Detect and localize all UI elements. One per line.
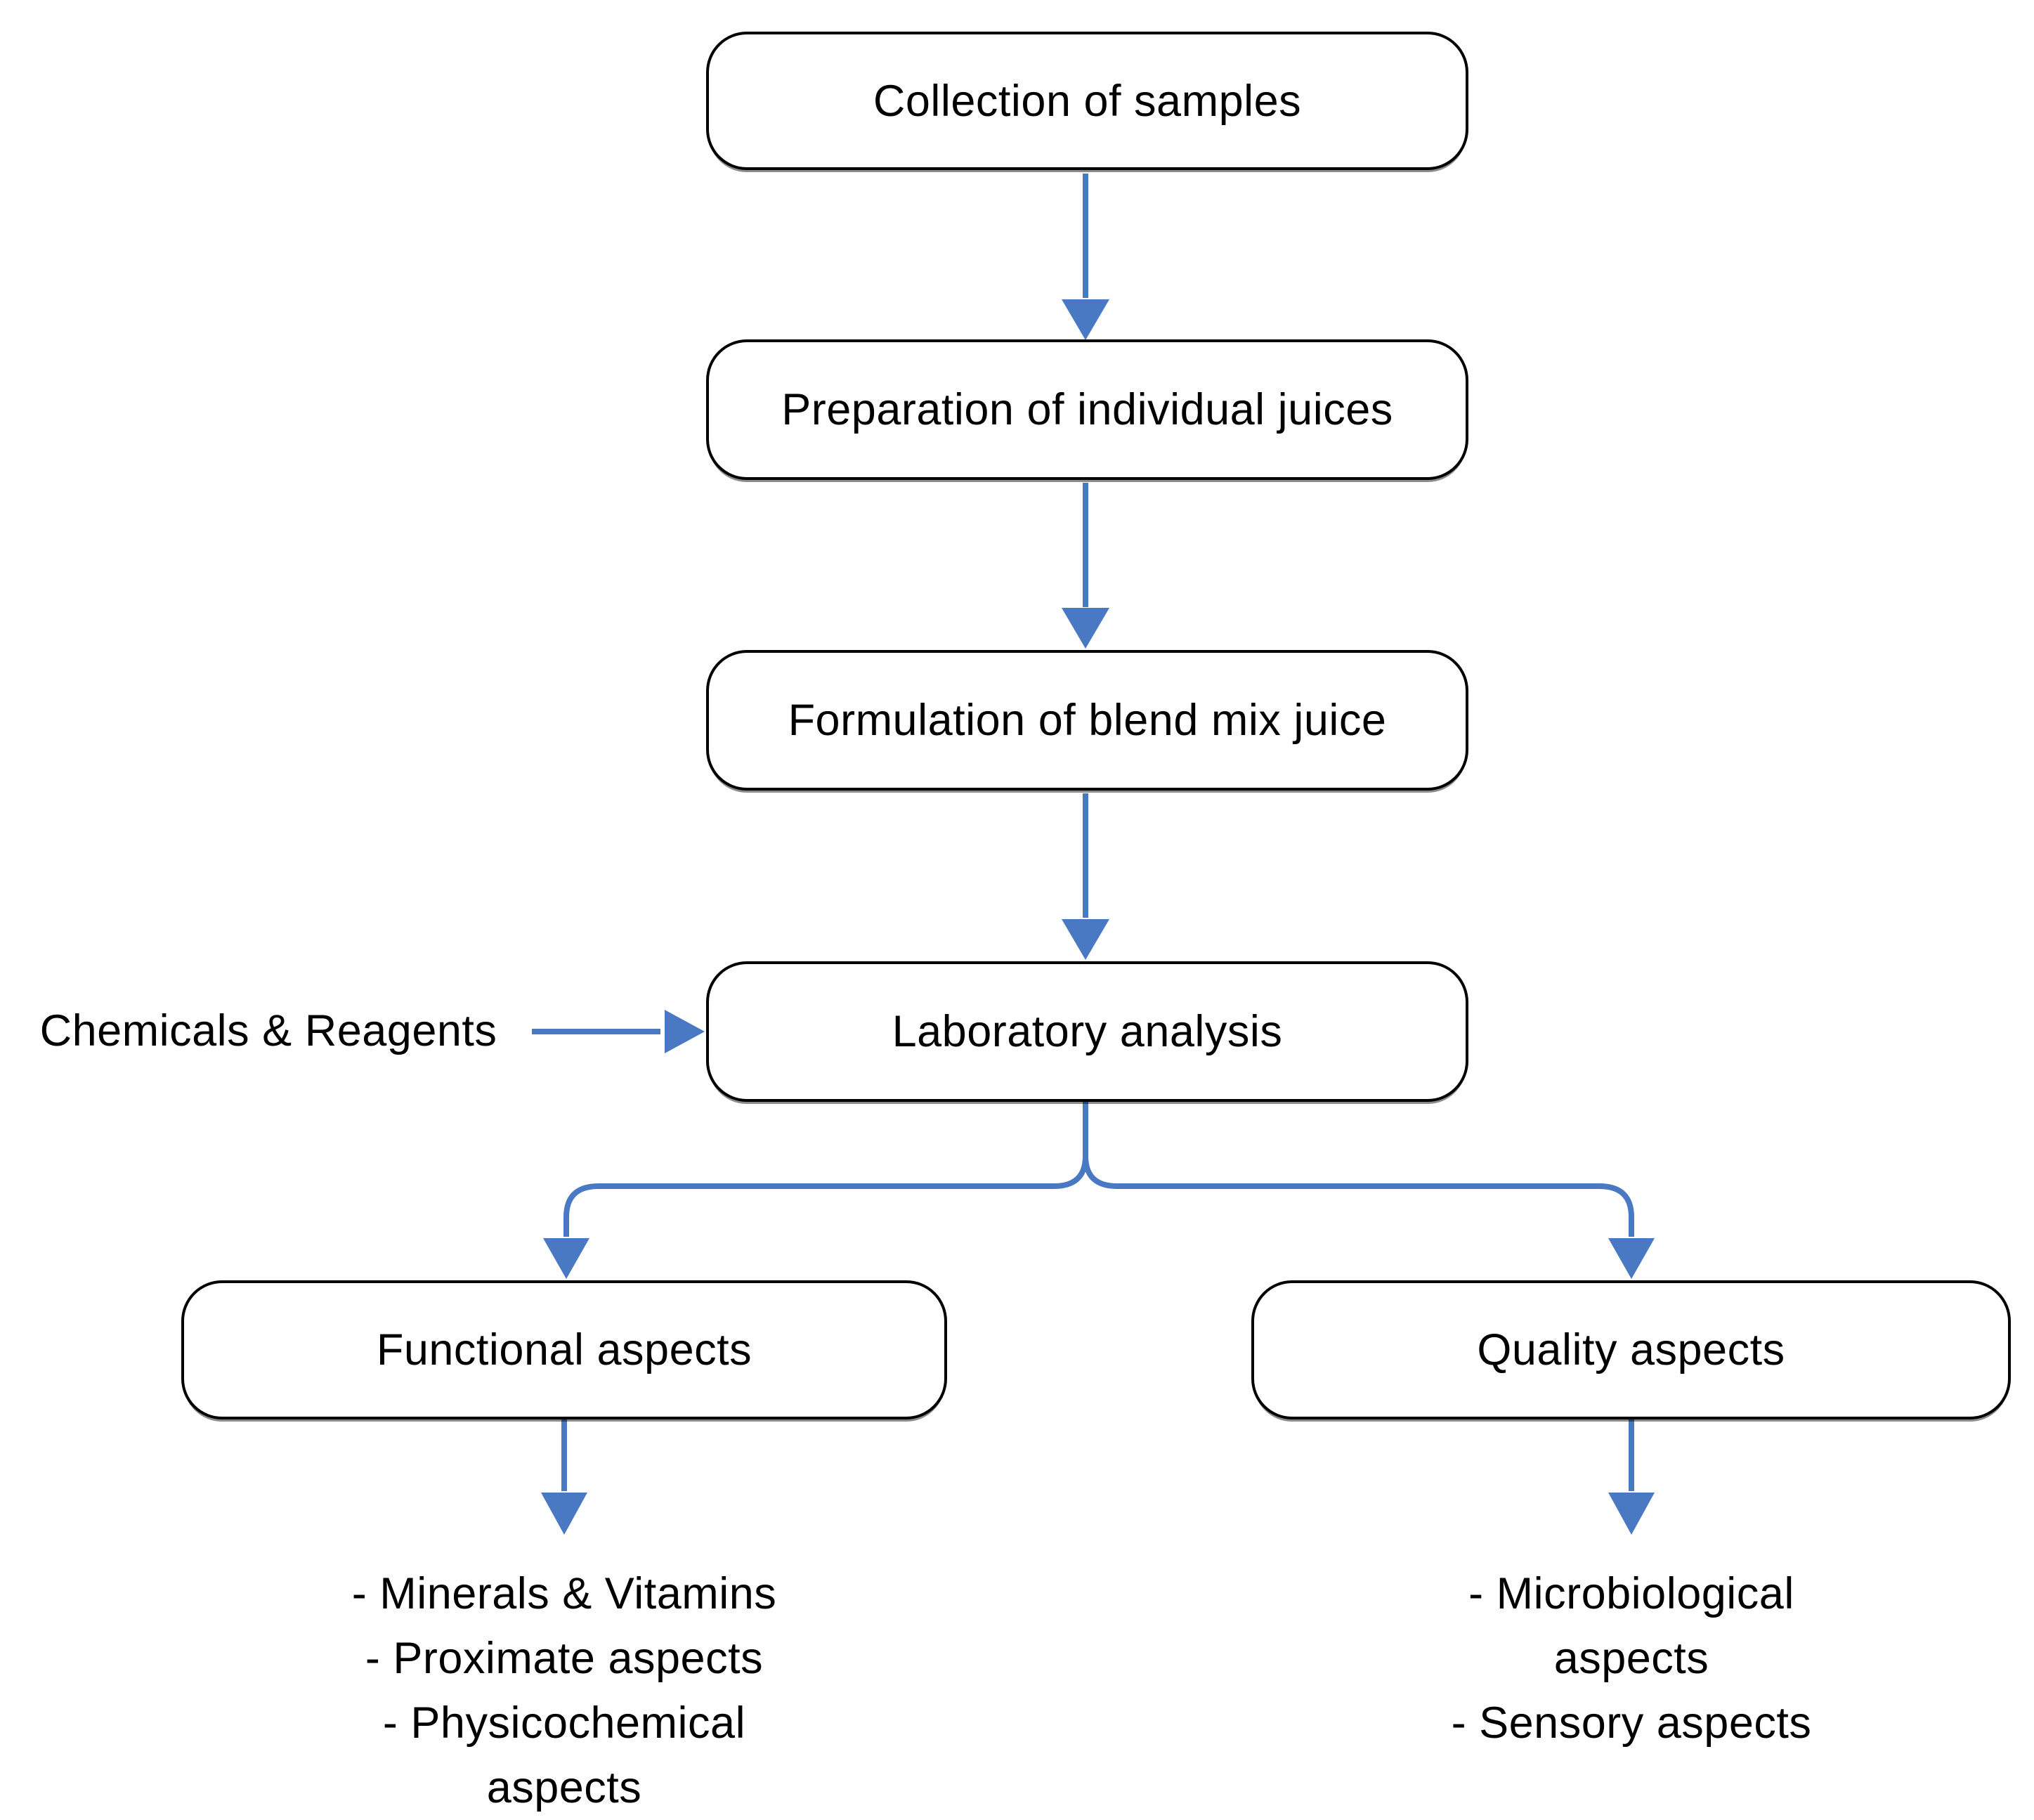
arrow-preparation-to-formulation	[1062, 483, 1109, 649]
node-preparation-label: Preparation of individual juices	[781, 385, 1393, 434]
list-item: - Proximate aspects	[365, 1634, 764, 1683]
arrow-formulation-to-laboratory	[1062, 793, 1109, 960]
node-formulation-of-blend-mix-juice: Formulation of blend mix juice	[706, 650, 1468, 791]
list-item: - Minerals & Vitamins	[351, 1569, 777, 1618]
arrow-functional-to-list	[541, 1419, 587, 1535]
functional-aspects-list: - Minerals & Vitamins - Proximate aspect…	[318, 1561, 810, 1820]
node-functional-label: Functional aspects	[376, 1325, 752, 1374]
list-item: - Physicochemical aspects	[382, 1698, 746, 1812]
node-laboratory-label: Laboratory analysis	[892, 1007, 1283, 1056]
quality-aspects-list: - Microbiological aspects - Sensory aspe…	[1421, 1561, 1842, 1755]
node-collection-of-samples: Collection of samples	[706, 32, 1468, 170]
node-quality-aspects: Quality aspects	[1251, 1280, 2011, 1419]
node-functional-aspects: Functional aspects	[181, 1280, 947, 1419]
arrow-laboratory-to-functional	[543, 1101, 1088, 1279]
chemicals-reagents-label: Chemicals & Reagents	[39, 1006, 497, 1055]
arrow-collection-to-preparation	[1062, 174, 1109, 340]
arrow-chemicals-to-laboratory	[532, 1010, 705, 1053]
list-item: - Microbiological aspects	[1468, 1569, 1794, 1683]
node-collection-label: Collection of samples	[873, 76, 1302, 126]
list-item: - Sensory aspects	[1451, 1698, 1812, 1748]
node-preparation-of-individual-juices: Preparation of individual juices	[706, 339, 1468, 480]
arrow-quality-to-list	[1608, 1419, 1655, 1535]
node-laboratory-analysis: Laboratory analysis	[706, 961, 1468, 1102]
node-formulation-label: Formulation of blend mix juice	[788, 696, 1387, 745]
arrow-laboratory-to-quality	[1083, 1101, 1655, 1279]
node-quality-label: Quality aspects	[1477, 1325, 1785, 1374]
